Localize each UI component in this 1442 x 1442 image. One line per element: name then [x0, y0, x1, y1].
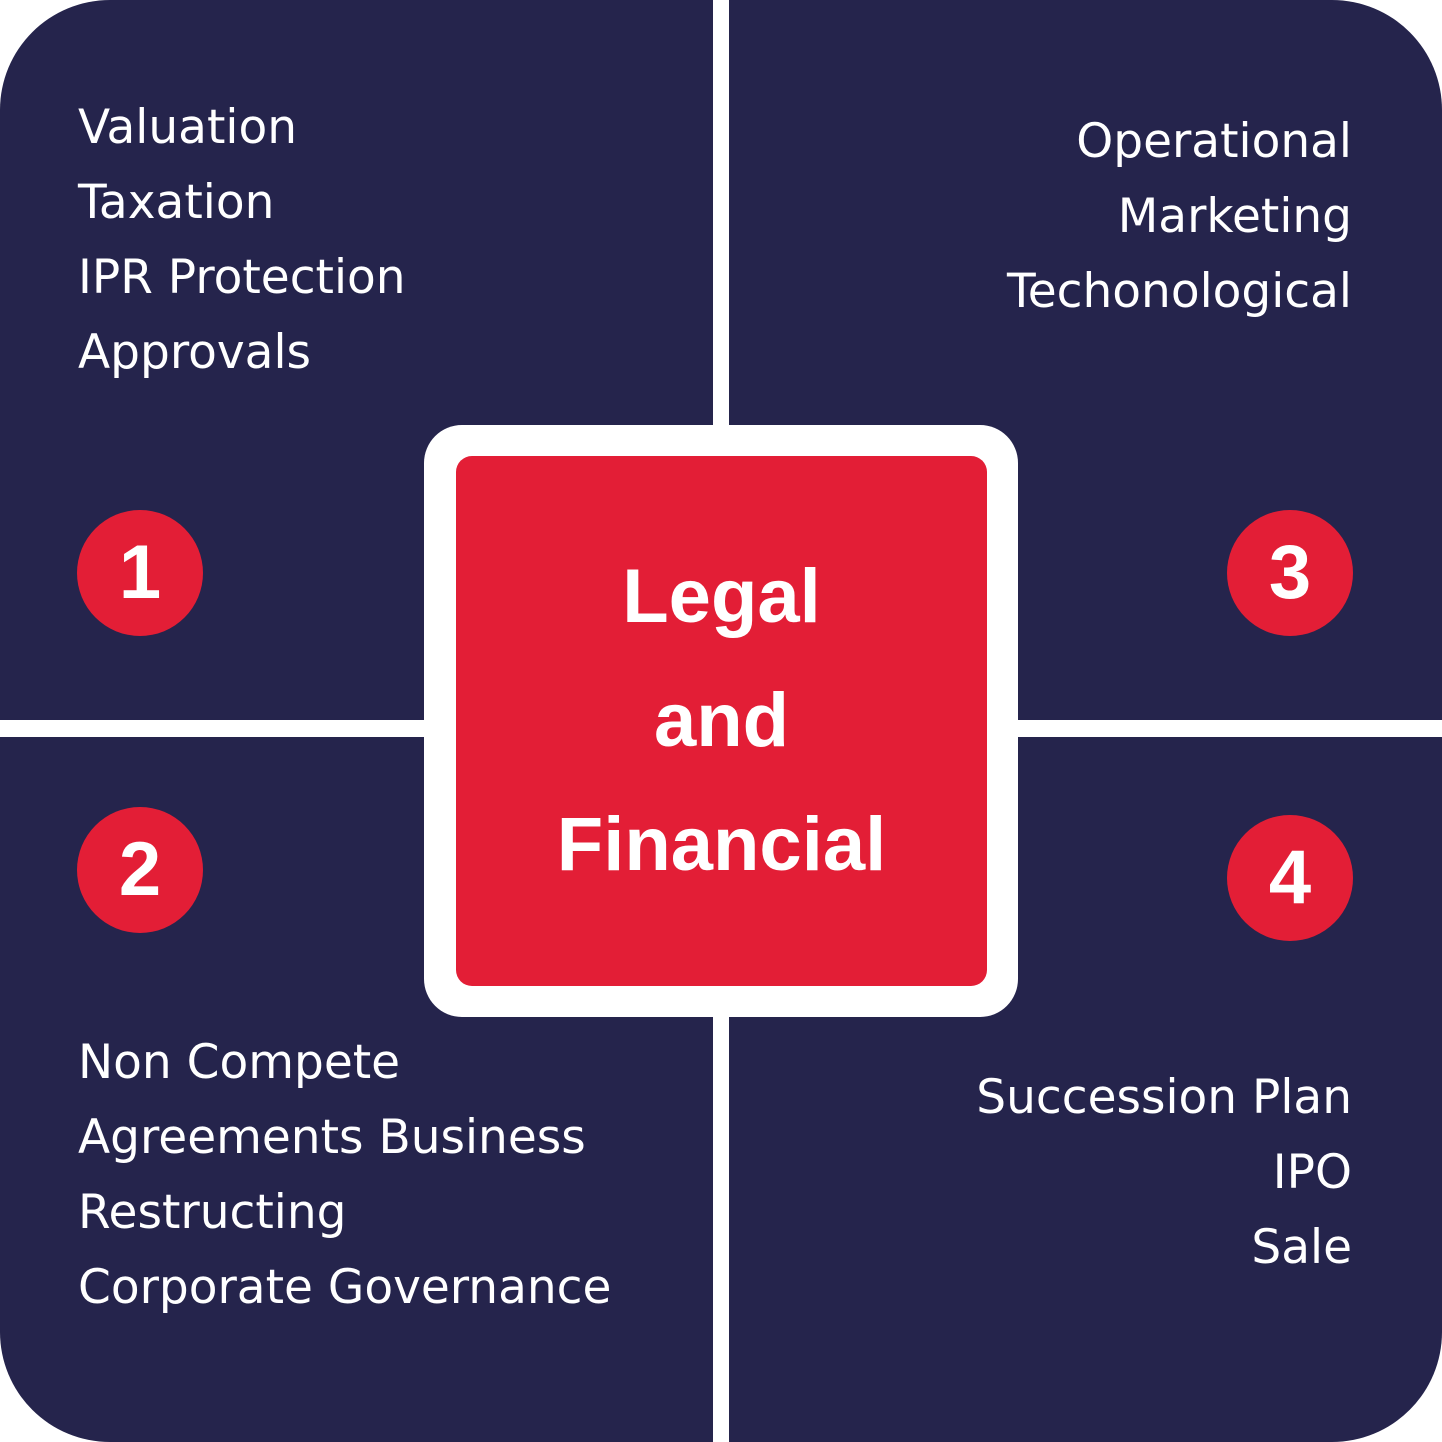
quadrant-1-items: Valuation Taxation IPR Protection Approv…	[78, 90, 406, 390]
quadrant-3-item: Marketing	[1117, 189, 1352, 244]
quadrant-3-item: Operational	[1076, 114, 1352, 169]
quadrant-1-item: Valuation	[78, 100, 297, 155]
quadrant-2-item: Restructing	[78, 1185, 347, 1240]
quadrant-3-items: Operational Marketing Techonological	[1007, 104, 1352, 329]
quadrant-3-number-badge: 3	[1227, 510, 1353, 636]
quadrant-4-items: Succession Plan IPO Sale	[976, 1060, 1352, 1285]
quadrant-4-item: Sale	[1251, 1220, 1352, 1275]
quadrant-2-items: Non Compete Agreements Business Restruct…	[78, 1025, 611, 1325]
quadrant-4-item: IPO	[1272, 1145, 1352, 1200]
quadrant-2-item: Non Compete	[78, 1035, 401, 1090]
center-box: Legal and Financial	[456, 456, 987, 986]
center-title-line: Financial	[556, 802, 887, 887]
quadrant-4-number-badge: 4	[1227, 815, 1353, 941]
quadrant-2-item: Corporate Governance	[78, 1260, 612, 1315]
center-title-line: Legal	[622, 554, 821, 639]
quadrant-1-item: Approvals	[78, 325, 312, 380]
quadrant-4-item: Succession Plan	[976, 1070, 1352, 1125]
quadrant-3-item: Techonological	[1007, 264, 1352, 319]
quadrant-1-item: IPR Protection	[78, 250, 406, 305]
quadrant-1-item: Taxation	[78, 175, 275, 230]
quadrant-2-number-badge: 2	[77, 807, 203, 933]
center-title-line: and	[653, 678, 790, 763]
quadrant-1-number-badge: 1	[77, 510, 203, 636]
quadrant-2-item: Agreements Business	[78, 1110, 586, 1165]
